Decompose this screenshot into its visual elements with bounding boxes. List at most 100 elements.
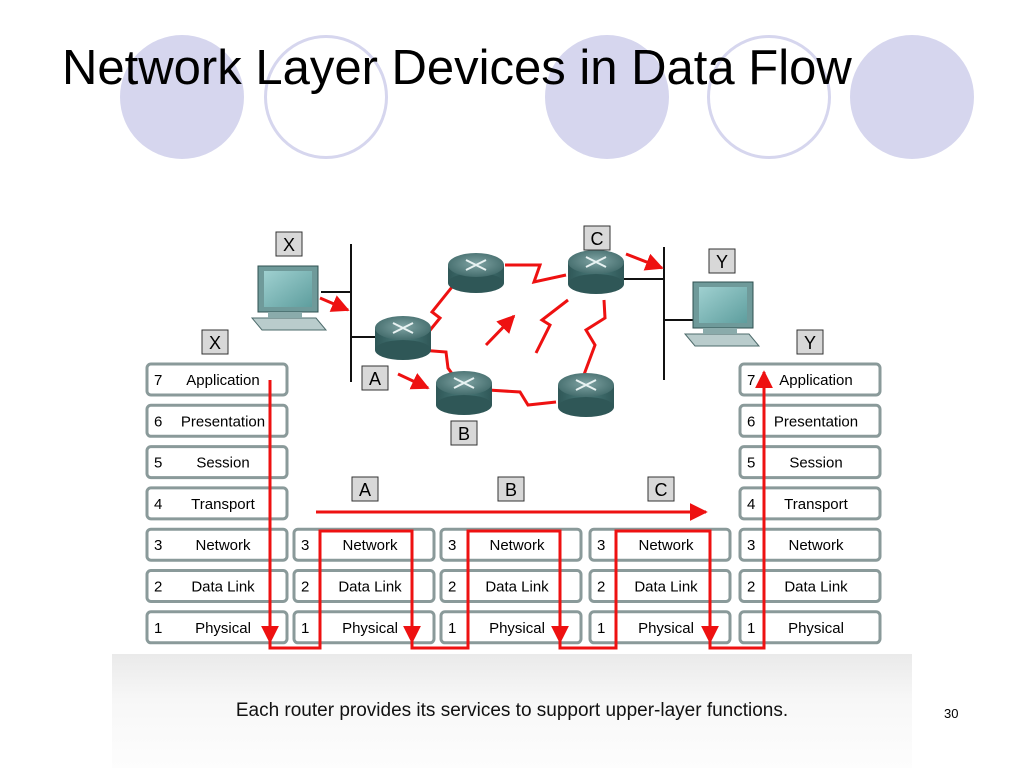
layer-name: Data Link — [191, 579, 255, 596]
layer-router3-1: 1 Physical — [588, 610, 732, 645]
layer-number: 4 — [154, 496, 162, 513]
layer-y-6: 6 Presentation — [738, 403, 882, 438]
layer-x-4: 4 Transport — [145, 486, 289, 521]
layer-x-7: 7 Application — [145, 362, 289, 397]
layer-number: 1 — [154, 620, 162, 637]
layer-name: Presentation — [181, 413, 265, 430]
caption-band — [112, 654, 912, 768]
router-b-label: B — [458, 424, 470, 444]
layer-number: 4 — [747, 496, 755, 513]
layer-name: Physical — [342, 620, 398, 637]
router-top-left-icon — [448, 253, 504, 293]
layer-name: Session — [789, 455, 842, 472]
data-flow-path — [268, 372, 766, 650]
stack-y-label: Y — [804, 333, 816, 353]
layer-number: 3 — [747, 537, 755, 554]
path-label-c: C — [655, 480, 668, 500]
stack-x-label: X — [209, 333, 221, 353]
layer-number: 5 — [154, 455, 162, 472]
layer-name: Physical — [489, 620, 545, 637]
layer-router2-2: 2 Data Link — [439, 569, 583, 603]
deco-circle-1 — [120, 35, 244, 159]
layer-number: 7 — [154, 372, 162, 389]
layer-router1-2: 2 Data Link — [292, 569, 436, 603]
deco-circle-2 — [264, 35, 388, 159]
layer-name: Session — [196, 455, 249, 472]
layer-name: Application — [779, 372, 852, 389]
layer-x-6: 6 Presentation — [145, 403, 289, 438]
layer-name: Physical — [788, 620, 844, 637]
layer-name: Network — [489, 537, 545, 554]
osi-stacks: 7 Application 7 Application 6 Presentation 6 Pr… — [145, 362, 882, 645]
layer-name: Data Link — [784, 579, 848, 596]
router-c-label: C — [591, 229, 604, 249]
router-a-label: A — [369, 369, 381, 389]
host-x-label: X — [283, 235, 295, 255]
layer-y-4: 4 Transport — [738, 486, 882, 521]
layer-y-5: 5 Session — [738, 445, 882, 480]
layer-router2-3: 3 Network — [439, 527, 583, 562]
router-c-icon — [568, 250, 624, 294]
layer-name: Presentation — [774, 413, 858, 430]
computer-y-icon — [683, 281, 761, 347]
layer-router3-3: 3 Network — [588, 527, 732, 562]
layer-number: 3 — [597, 537, 605, 554]
layer-number: 2 — [597, 579, 605, 596]
label-boxes: X C Y X Y A B A B C — [201, 225, 824, 502]
computer-x-icon — [250, 265, 328, 331]
router-b-icon — [436, 371, 492, 415]
layer-router2-1: 1 Physical — [439, 610, 583, 645]
layer-name: Network — [195, 537, 251, 554]
layer-router1-1: 1 Physical — [292, 610, 436, 645]
router-a-icon — [375, 316, 431, 360]
layer-number: 3 — [448, 537, 456, 554]
host-y-label: Y — [716, 252, 728, 272]
flow-arrowheads — [261, 370, 773, 644]
slide-caption: Each router provides its services to sup… — [235, 700, 789, 721]
page-number: 30 — [944, 706, 959, 721]
layer-number: 2 — [154, 579, 162, 596]
layer-router1-3: 3 Network — [292, 527, 436, 562]
layer-number: 7 — [747, 372, 755, 389]
layer-name: Transport — [784, 496, 848, 513]
layer-router3-2: 2 Data Link — [588, 569, 732, 603]
layer-name: Data Link — [634, 579, 698, 596]
layer-name: Data Link — [338, 579, 402, 596]
deco-circle-3 — [545, 35, 669, 159]
layer-number: 2 — [448, 579, 456, 596]
deco-circle-4 — [707, 35, 831, 159]
layer-name: Physical — [638, 620, 694, 637]
layer-number: 3 — [301, 537, 309, 554]
layer-x-3: 3 Network — [145, 527, 289, 562]
layer-x-1: 1 Physical — [145, 610, 289, 645]
layer-number: 2 — [301, 579, 309, 596]
layer-number: 6 — [747, 413, 755, 430]
layer-y-2: 2 Data Link — [738, 569, 882, 603]
layer-y-7: 7 Application — [738, 362, 882, 397]
topology-flow-arrows — [319, 252, 664, 390]
slide-title: Network Layer Devices in Data Flow — [62, 41, 852, 95]
layer-name: Network — [342, 537, 398, 554]
layer-x-2: 2 Data Link — [145, 569, 289, 603]
layer-y-3: 3 Network — [738, 527, 882, 562]
layer-name: Application — [186, 372, 259, 389]
layer-number: 2 — [747, 579, 755, 596]
layer-name: Network — [788, 537, 844, 554]
layer-number: 3 — [154, 537, 162, 554]
path-label-a: A — [359, 480, 371, 500]
layer-number: 5 — [747, 455, 755, 472]
path-label-b: B — [505, 480, 517, 500]
router-bottom-right-icon — [558, 373, 614, 417]
layer-name: Physical — [195, 620, 251, 637]
layer-number: 6 — [154, 413, 162, 430]
layer-name: Data Link — [485, 579, 549, 596]
layer-number: 1 — [301, 620, 309, 637]
layer-name: Transport — [191, 496, 255, 513]
layer-name: Network — [638, 537, 694, 554]
deco-circle-5 — [850, 35, 974, 159]
layer-number: 1 — [448, 620, 456, 637]
layer-number: 1 — [597, 620, 605, 637]
layer-x-5: 5 Session — [145, 445, 289, 480]
